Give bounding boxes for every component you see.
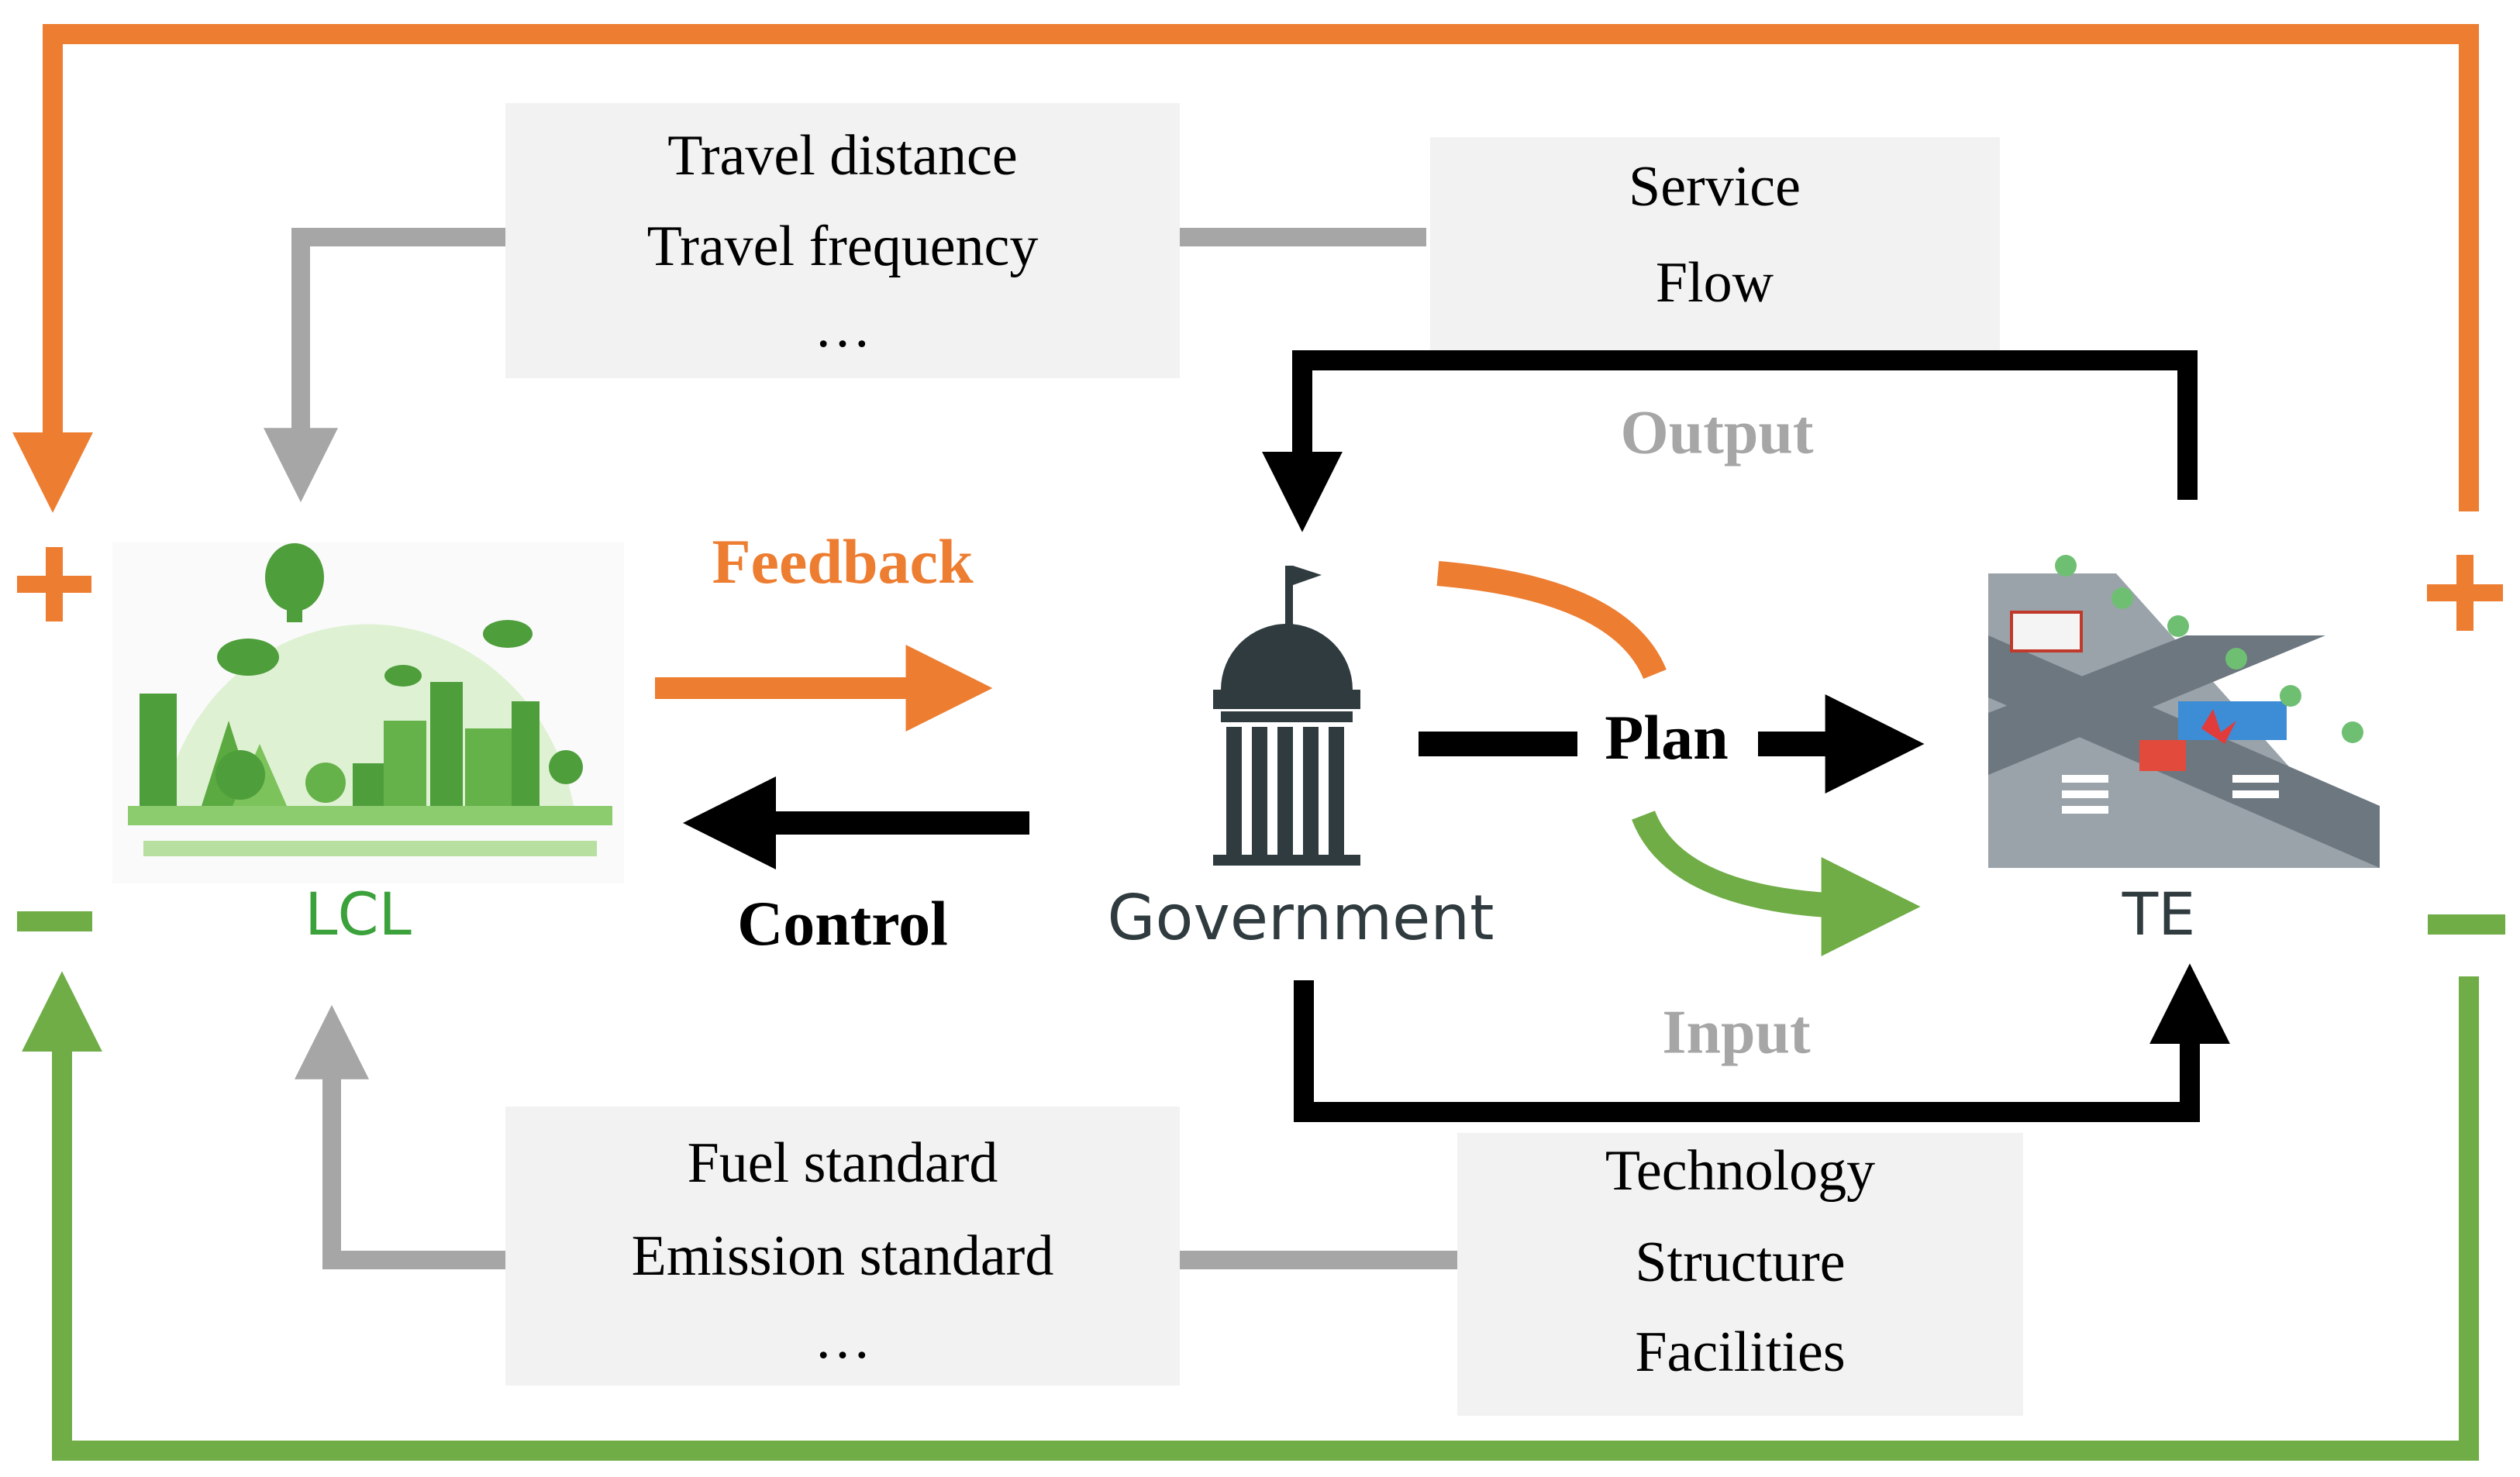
travel-metrics-box: Travel distance Travel frequency … bbox=[505, 103, 1180, 378]
left-plus-sign: + bbox=[17, 547, 91, 621]
output-label: Output bbox=[1621, 398, 1814, 467]
infrastructure-box: Technology Structure Facilities bbox=[1457, 1133, 2023, 1416]
box-line: Facilities bbox=[1635, 1320, 1845, 1384]
plan-label: Plan bbox=[1605, 702, 1728, 773]
output-arrow bbox=[1262, 350, 2198, 532]
bottom-gray-arrow bbox=[295, 1004, 505, 1269]
service-flow-box: Service Flow bbox=[1430, 137, 2000, 354]
box-line: Technology bbox=[1605, 1139, 1875, 1203]
te-label: TE bbox=[2122, 880, 2195, 949]
standards-box: Fuel standard Emission standard … bbox=[505, 1107, 1180, 1386]
input-label: Input bbox=[1662, 998, 1811, 1066]
left-minus-sign: − bbox=[17, 911, 92, 931]
input-arrow bbox=[1294, 963, 2230, 1122]
right-plus-sign: + bbox=[2427, 555, 2503, 631]
box-line: Flow bbox=[1656, 251, 1774, 315]
plan-orange-arc bbox=[1436, 561, 1667, 680]
outer-negative-loop-arrow bbox=[22, 971, 2479, 1461]
traffic-intersection-icon bbox=[1988, 555, 2380, 868]
box-line: Travel frequency bbox=[647, 215, 1039, 278]
feedback-label: Feedback bbox=[712, 526, 973, 597]
box-line: Service bbox=[1629, 155, 1801, 219]
top-gray-arrow bbox=[264, 228, 505, 503]
lcl-label: LCL bbox=[305, 880, 412, 949]
control-label: Control bbox=[737, 888, 948, 959]
plan-green-arrow bbox=[1632, 810, 1921, 956]
capitol-building-icon bbox=[1213, 566, 1360, 866]
box-line: Structure bbox=[1635, 1231, 1845, 1294]
box-line: Emission standard bbox=[632, 1224, 1054, 1288]
green-city-icon bbox=[112, 542, 624, 883]
outer-positive-loop-arrow bbox=[12, 24, 2479, 513]
box-line: Travel distance bbox=[667, 124, 1017, 188]
right-minus-sign: − bbox=[2428, 914, 2505, 935]
box-line: Fuel standard bbox=[688, 1131, 998, 1195]
government-label: Government bbox=[1108, 882, 1494, 954]
box-line: … bbox=[814, 1307, 871, 1371]
box-line: … bbox=[814, 296, 871, 360]
